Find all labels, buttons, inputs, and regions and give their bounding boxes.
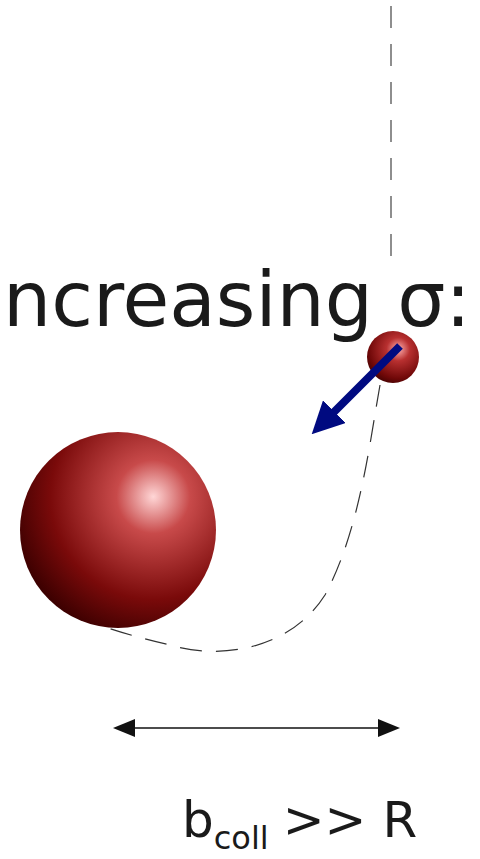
velocity-arrow	[323, 346, 400, 423]
heading-text: ncreasing σ:	[3, 262, 471, 338]
dimension-subscript: coll	[214, 819, 269, 857]
dimension-symbol: b	[182, 791, 214, 849]
target-sphere	[20, 432, 216, 628]
dimension-relation: >> R	[283, 791, 417, 849]
dimension-line	[130, 727, 383, 729]
dimension-arrowhead	[378, 719, 400, 737]
trajectory-line	[390, 6, 391, 262]
dimension-arrowhead	[113, 719, 135, 737]
dimension-label: bcoll>> R	[182, 795, 417, 854]
